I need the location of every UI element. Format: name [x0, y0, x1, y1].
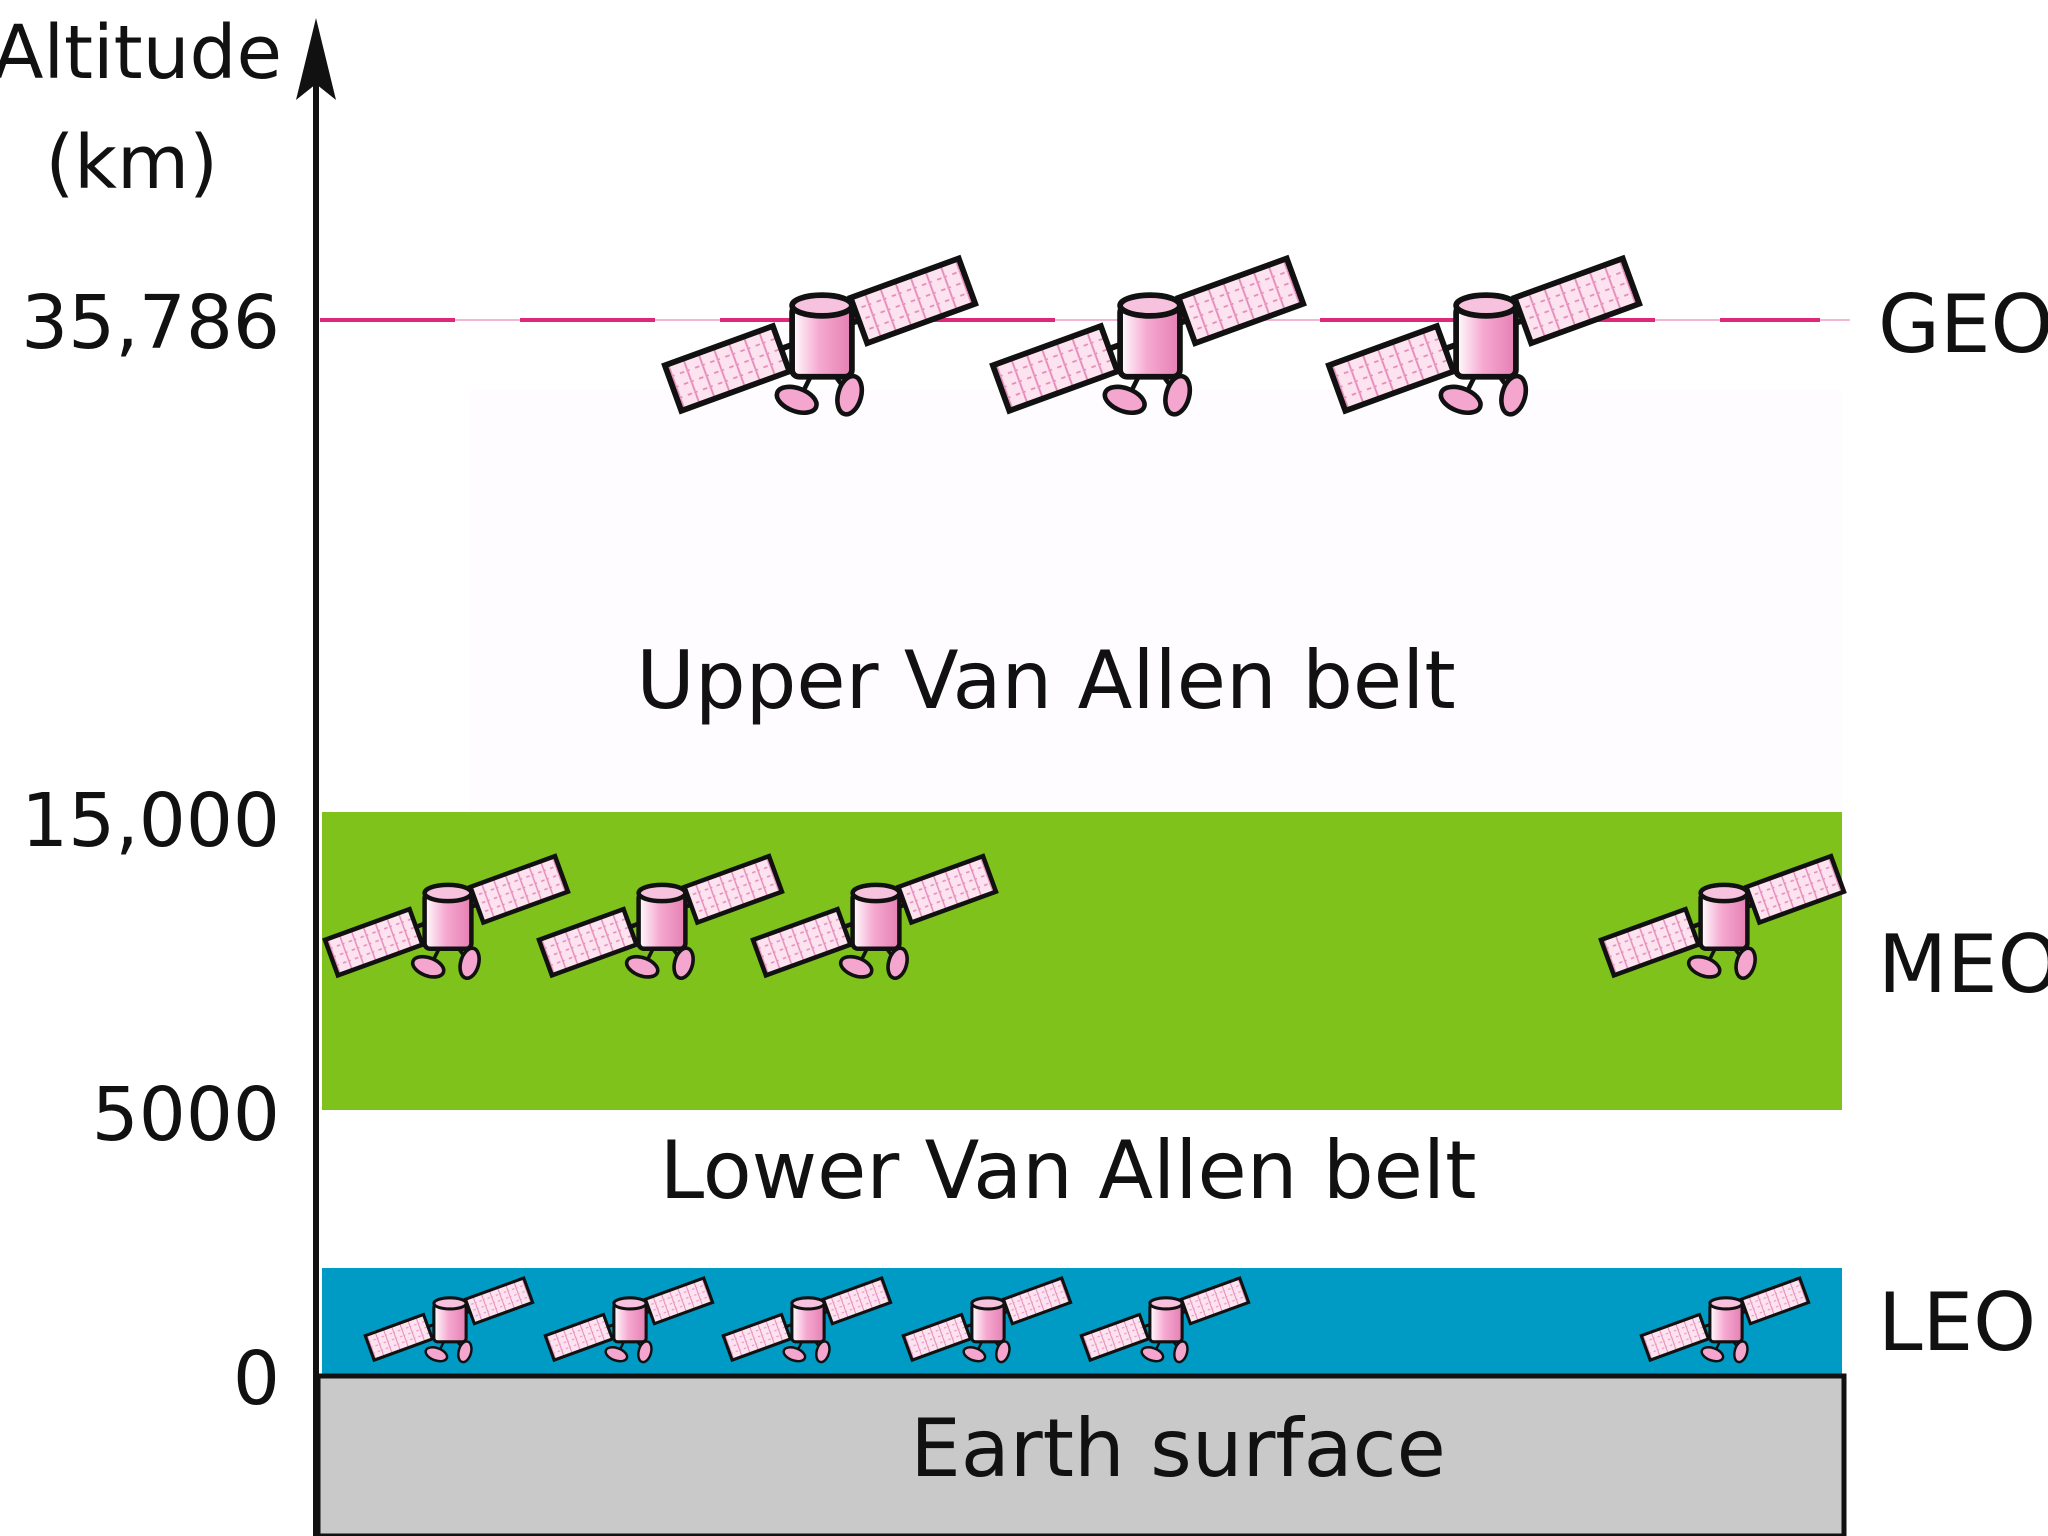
tick-label-0: 0 [233, 1336, 280, 1422]
arrow-up-icon [296, 18, 336, 100]
earth-surface-band [315, 1373, 1847, 1536]
orbit-label-leo: LEO [1878, 1276, 2036, 1369]
orbit-label-meo: MEO [1878, 918, 2048, 1011]
axis-title-line2: (km) [45, 120, 218, 206]
upper-belt-band [470, 390, 1842, 812]
tick-label-5000: 5000 [92, 1072, 280, 1158]
leo-band [322, 1268, 1842, 1376]
lower-belt-band [322, 1110, 1842, 1268]
region-label-earth: Earth surface [910, 1402, 1446, 1495]
axis-title-line1: Altitude [0, 10, 282, 96]
region-label-lower-belt: Lower Van Allen belt [660, 1124, 1477, 1217]
tick-label-35786: 35,786 [21, 280, 280, 366]
orbit-label-geo: GEO [1878, 278, 2048, 371]
region-label-upper-belt: Upper Van Allen belt [636, 634, 1455, 727]
tick-label-15000: 15,000 [21, 778, 280, 864]
